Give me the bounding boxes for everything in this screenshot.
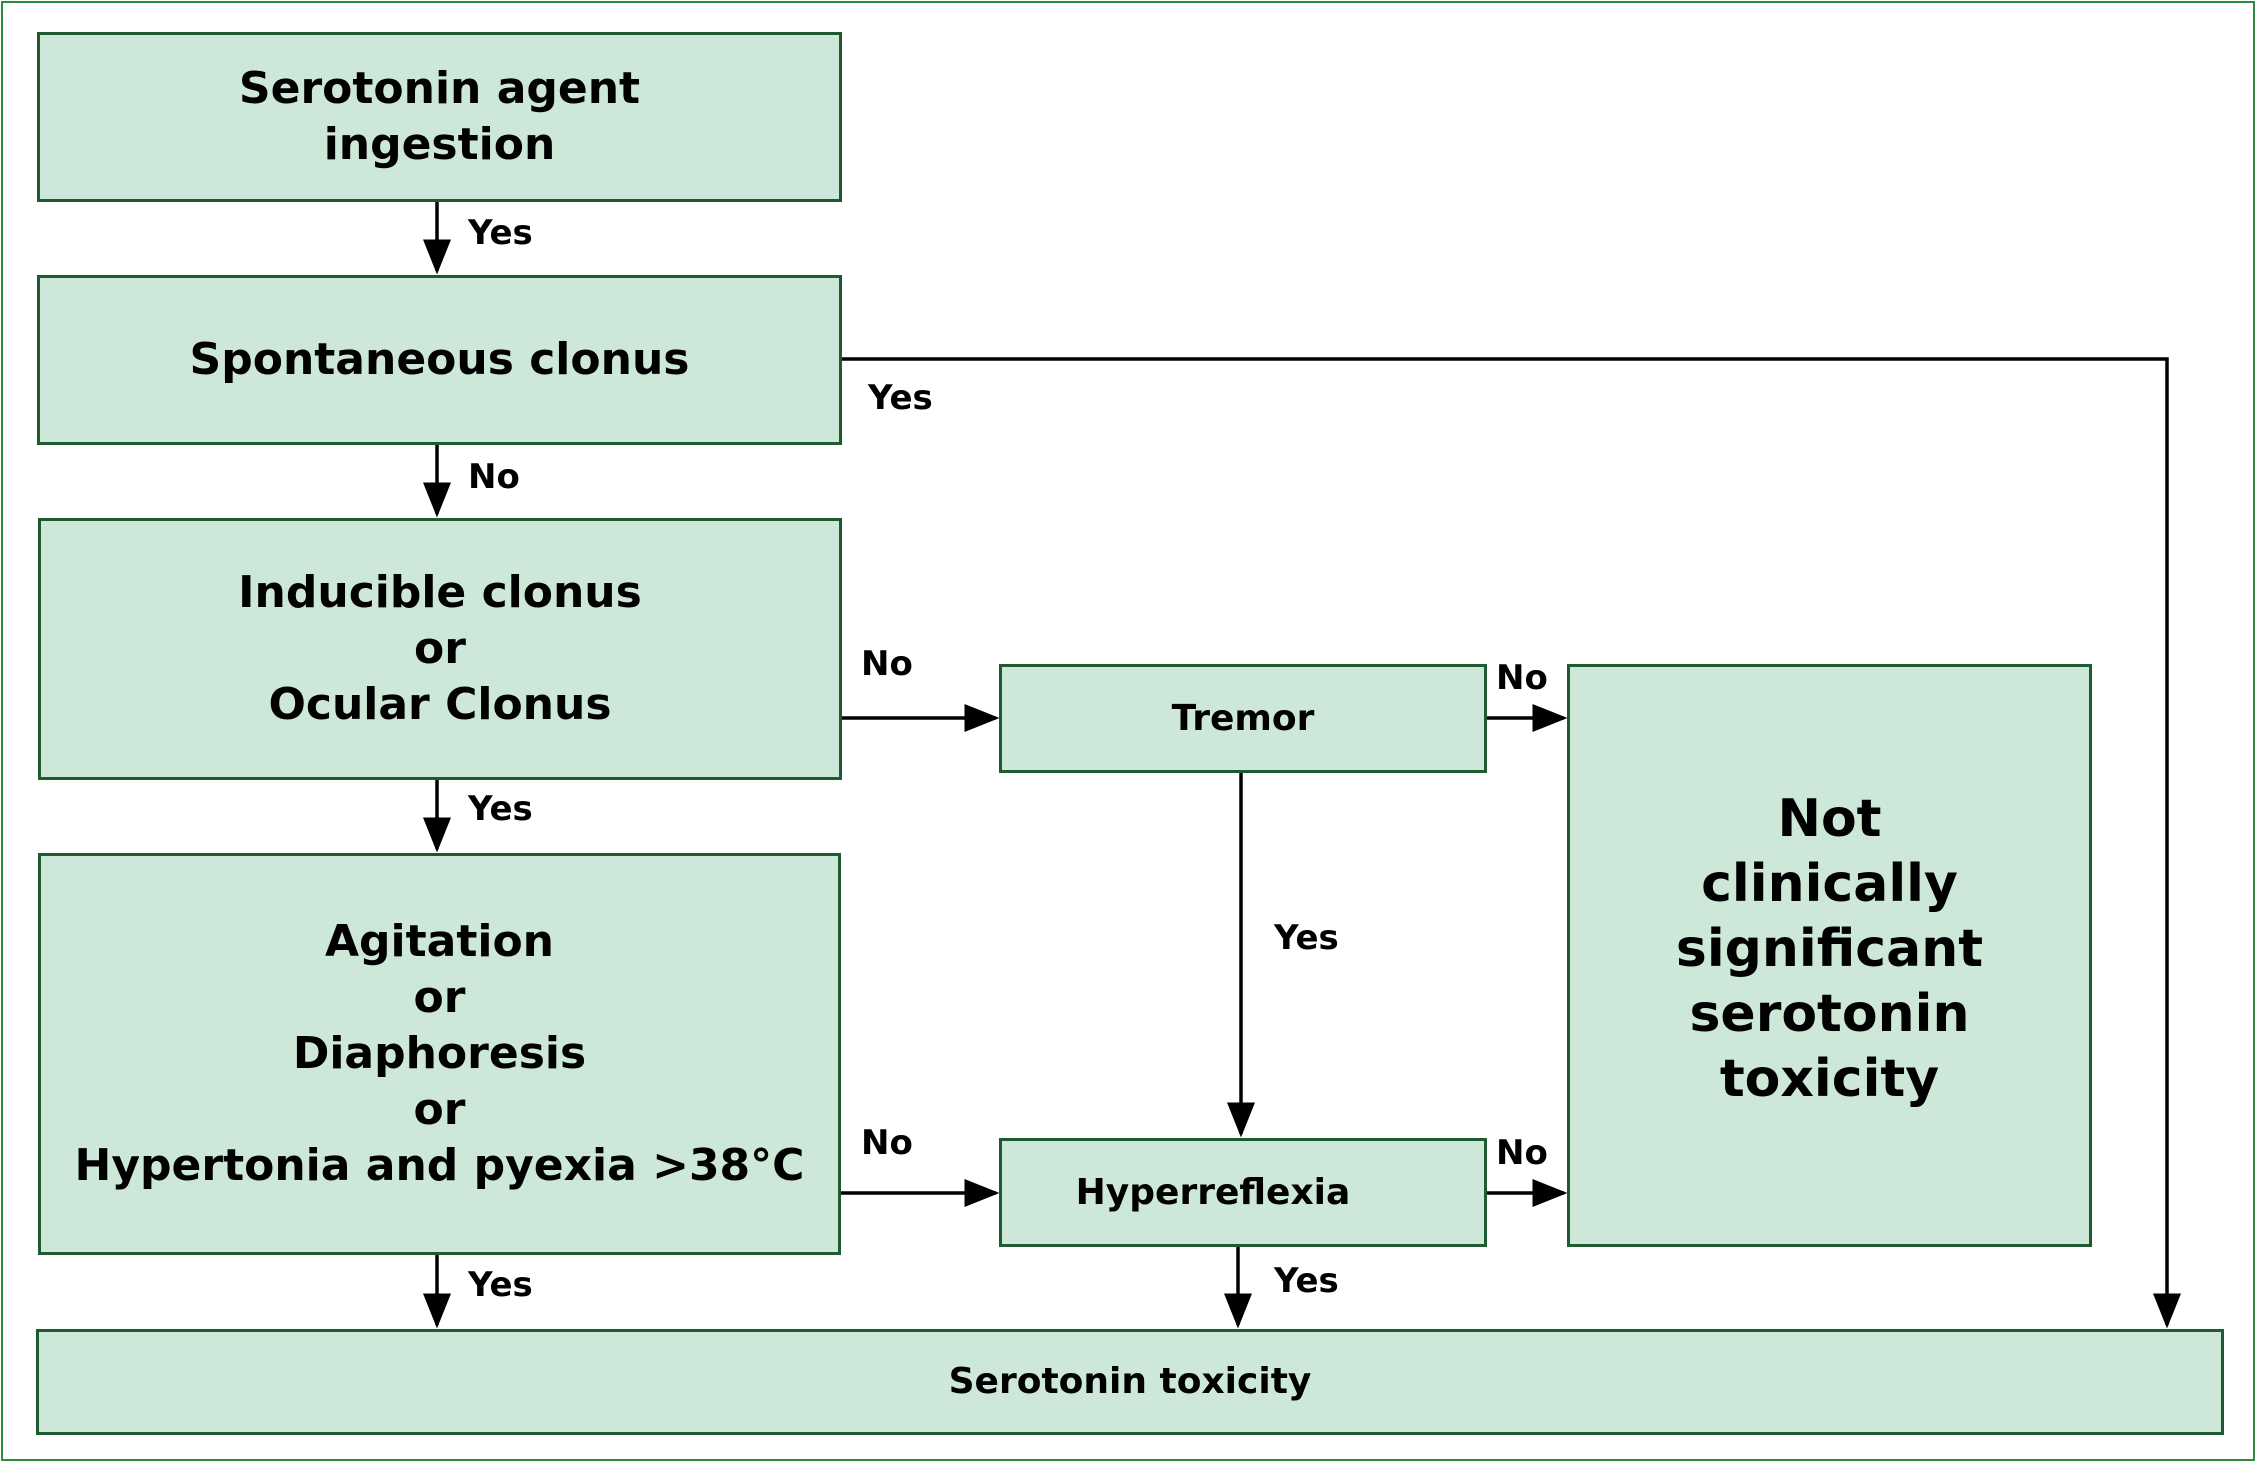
edge-label-yes: Yes (468, 213, 533, 253)
edge-label-yes: Yes (468, 1265, 533, 1305)
edge-label-no: No (1496, 1133, 1548, 1173)
edge-label-yes: Yes (1274, 918, 1339, 958)
node-label: Inducible clonus or Ocular Clonus (238, 567, 642, 730)
node-label: Hyperreflexia (1075, 1171, 1351, 1213)
node-not-clinically-significant: Not clinically significant serotonin tox… (1567, 664, 2092, 1247)
edge-label-yes: Yes (1274, 1261, 1339, 1301)
node-label: Serotonin toxicity (948, 1361, 1312, 1402)
node-label: Tremor (1171, 697, 1315, 739)
edge-label-no: No (861, 1123, 913, 1163)
node-label: Spontaneous clonus (189, 334, 690, 385)
node-spontaneous-clonus: Spontaneous clonus (37, 275, 842, 445)
arrow-spontaneous-to-toxicity (841, 357, 2181, 1329)
edge-label-yes: Yes (468, 789, 533, 829)
node-hyperreflexia: Hyperreflexia (999, 1138, 1487, 1247)
node-serotonin-toxicity: Serotonin toxicity (36, 1329, 2224, 1435)
node-inducible-clonus: Inducible clonus or Ocular Clonus (38, 518, 842, 780)
edge-label-no: No (861, 644, 913, 684)
node-label: Agitation or Diaphoresis or Hypertonia a… (74, 916, 805, 1191)
node-label: Not clinically significant serotonin tox… (1675, 789, 1984, 1109)
edge-label-no: No (1496, 658, 1548, 698)
node-serotonin-agent-ingestion: Serotonin agent ingestion (37, 32, 842, 202)
node-label: Serotonin agent ingestion (238, 63, 641, 170)
edge-label-yes: Yes (868, 378, 933, 418)
node-tremor: Tremor (999, 664, 1487, 773)
edge-label-no: No (468, 457, 520, 497)
node-agitation-diaphoresis-hypertonia: Agitation or Diaphoresis or Hypertonia a… (38, 853, 841, 1255)
